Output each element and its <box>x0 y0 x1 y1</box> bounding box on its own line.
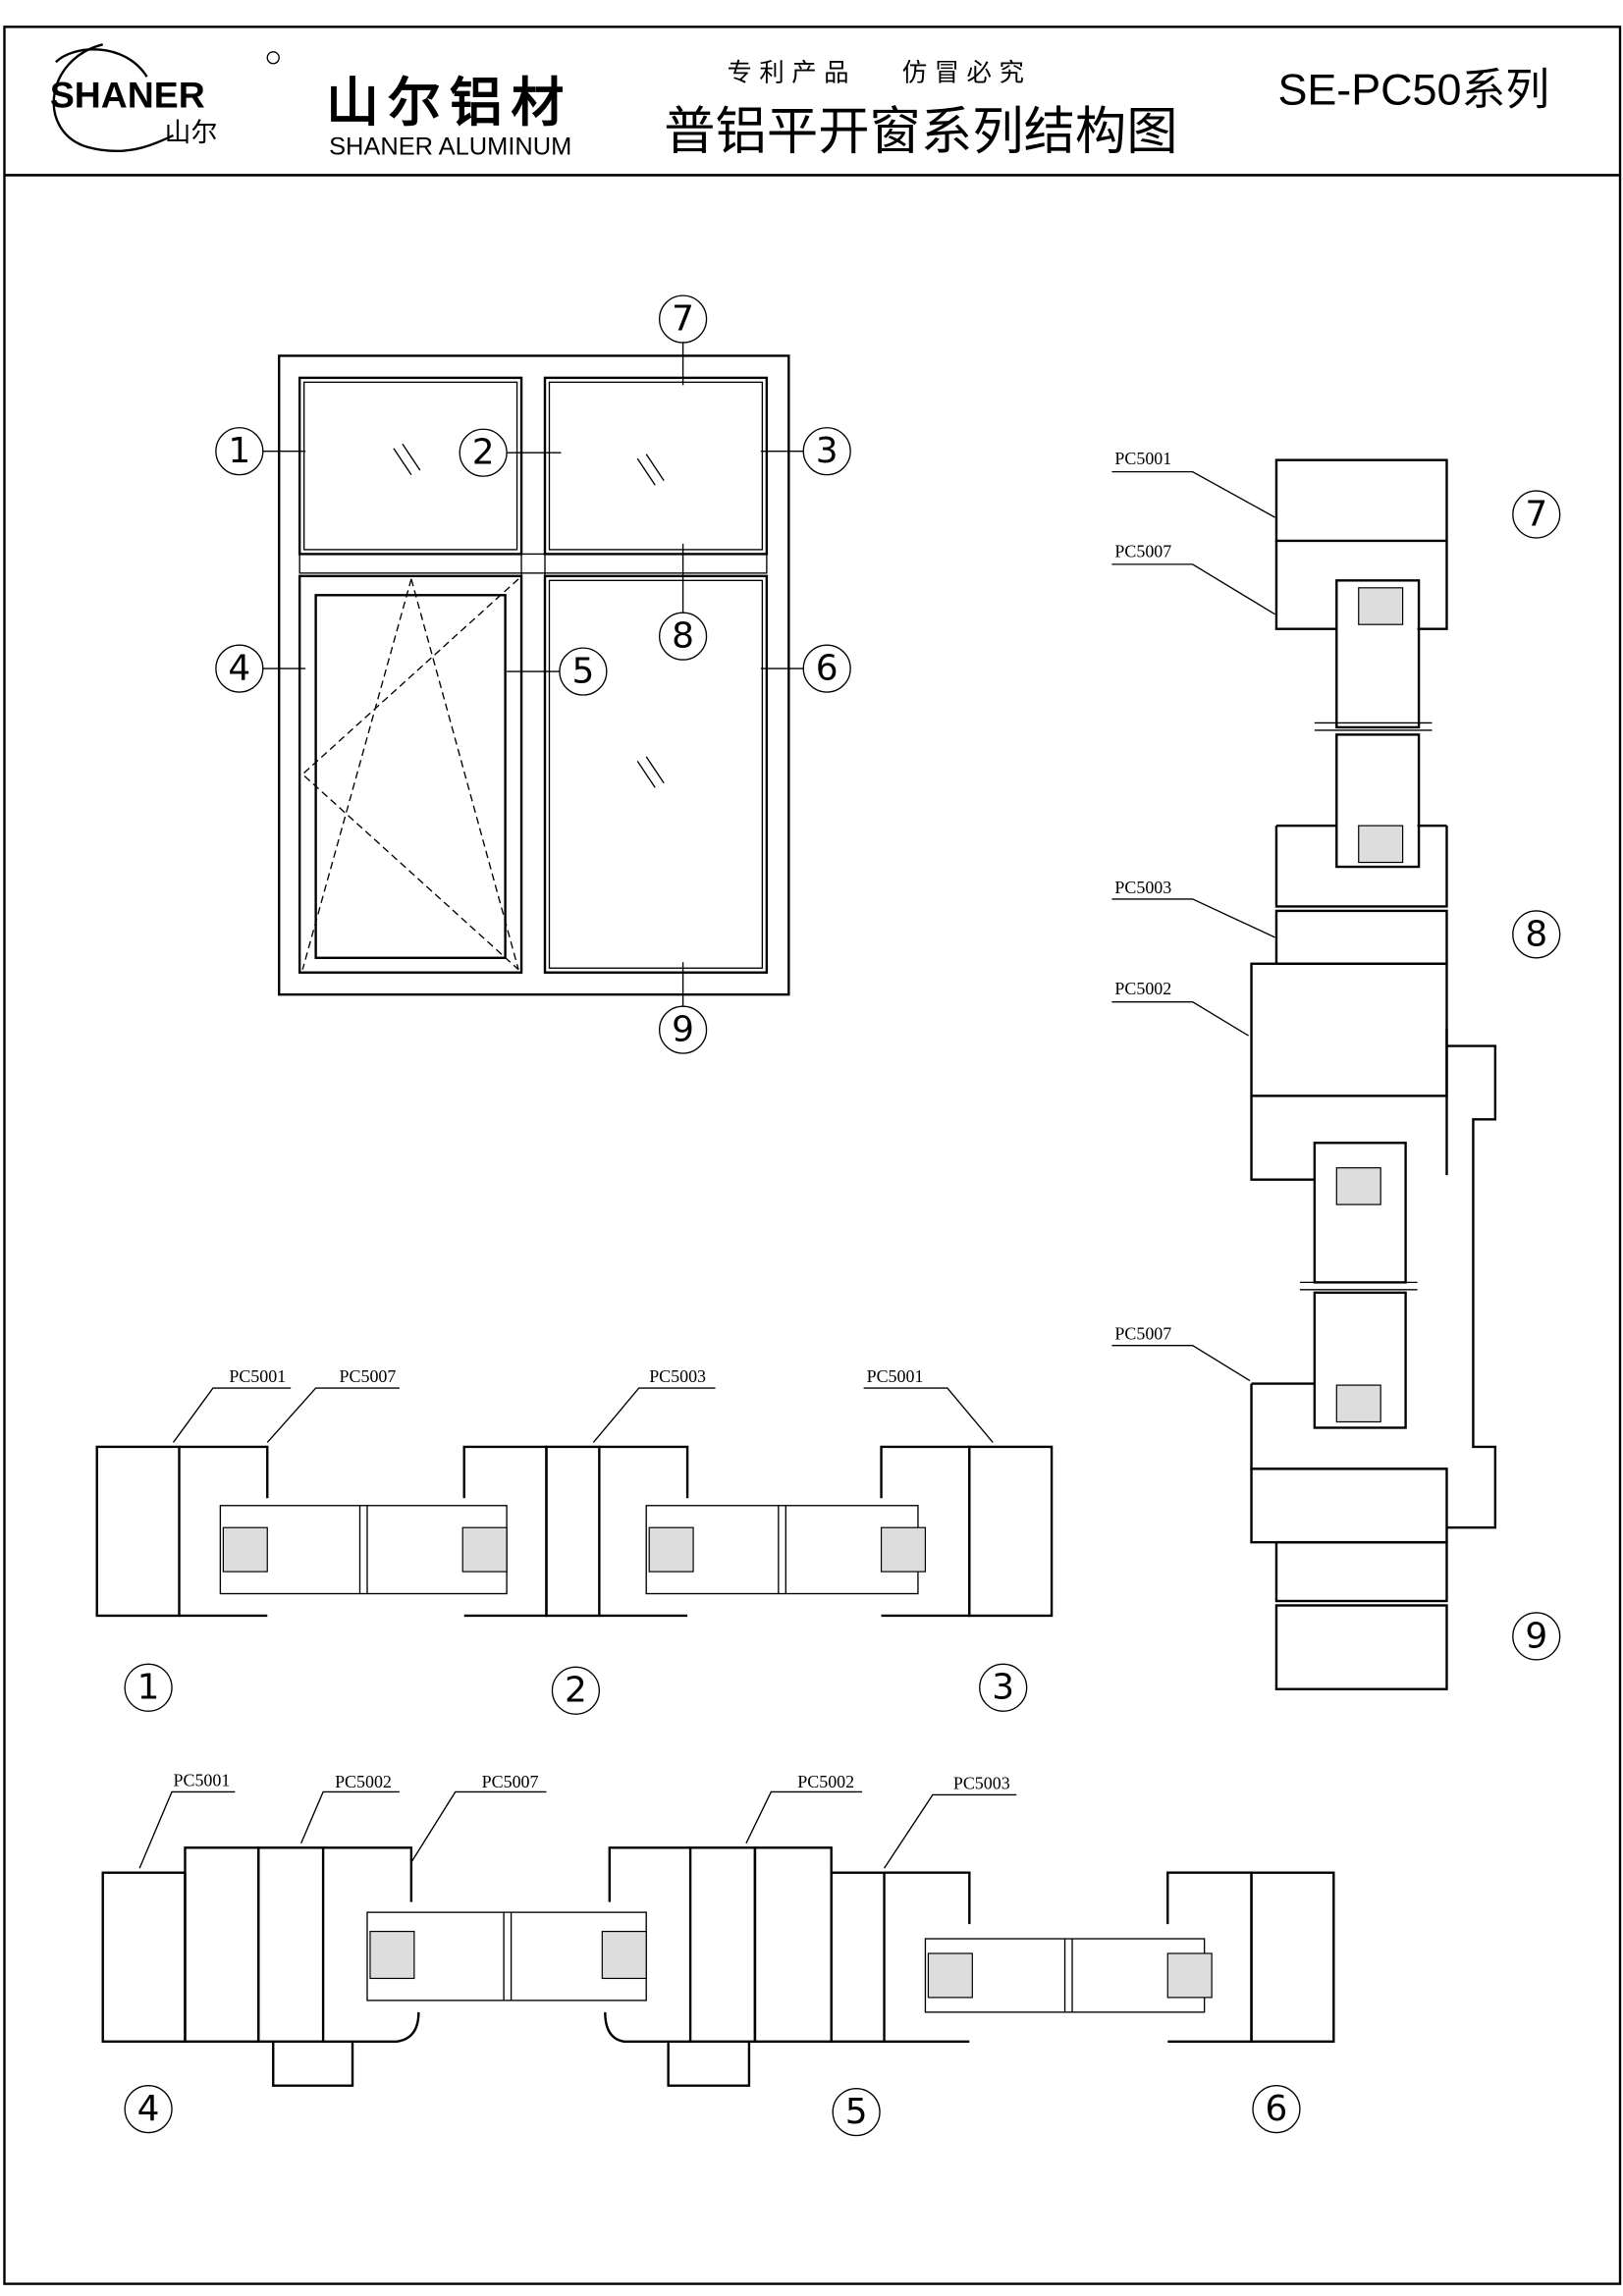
svg-text:PC5002: PC5002 <box>1114 979 1171 998</box>
svg-text:PC5002: PC5002 <box>335 1772 392 1791</box>
svg-text:6: 6 <box>1266 2089 1288 2129</box>
svg-text:2: 2 <box>565 1671 587 1711</box>
sheet-border <box>3 26 1622 2285</box>
svg-text:1: 1 <box>228 431 250 471</box>
svg-text:6: 6 <box>816 649 839 689</box>
series-code: SE-PC50系列 <box>1277 65 1549 115</box>
svg-text:PC5002: PC5002 <box>797 1772 854 1791</box>
window-elevation <box>262 342 804 1007</box>
svg-text:8: 8 <box>1525 914 1547 954</box>
patent-notice: 专利产品 仿冒必究 <box>727 58 1031 87</box>
svg-text:PC5003: PC5003 <box>953 1773 1010 1792</box>
section-123-labels: PC5001 PC5007 PC5003 PC5001 1 2 3 <box>124 1366 1028 1715</box>
company-logo: SHANER 山尔 <box>50 43 280 153</box>
vertical-section-labels: PC5001 PC5007 PC5003 PC5002 PC5007 7 8 9 <box>1114 449 1561 1661</box>
svg-text:9: 9 <box>672 1010 694 1050</box>
svg-text:4: 4 <box>228 649 250 689</box>
svg-text:2: 2 <box>472 433 495 473</box>
brand-name-en: SHANER ALUMINUM <box>329 133 571 161</box>
svg-text:4: 4 <box>137 2089 160 2129</box>
svg-text:PC5007: PC5007 <box>340 1366 397 1386</box>
elevation-callouts: 1 2 3 4 5 6 7 8 9 <box>215 294 851 1054</box>
svg-text:山尔: 山尔 <box>165 118 218 148</box>
svg-text:PC5007: PC5007 <box>482 1772 539 1791</box>
svg-text:PC5001: PC5001 <box>1114 449 1171 468</box>
svg-text:PC5007: PC5007 <box>1114 541 1171 561</box>
svg-text:PC5003: PC5003 <box>649 1366 706 1386</box>
svg-text:SHANER: SHANER <box>50 75 205 116</box>
svg-text:PC5007: PC5007 <box>1114 1324 1171 1344</box>
svg-text:8: 8 <box>672 616 694 657</box>
section-456-labels: PC5001 PC5002 PC5007 PC5002 PC5003 4 5 6 <box>124 1770 1301 2137</box>
drawing-title: 普铝平开窗系列结构图 <box>664 102 1177 162</box>
horizontal-section-456 <box>101 1790 1335 2087</box>
svg-text:PC5001: PC5001 <box>867 1366 924 1386</box>
horizontal-section-123 <box>95 1387 1054 1618</box>
svg-text:PC5001: PC5001 <box>229 1366 286 1386</box>
svg-text:3: 3 <box>992 1668 1014 1708</box>
svg-text:3: 3 <box>816 431 839 471</box>
vertical-section <box>1111 458 1497 1690</box>
svg-text:1: 1 <box>137 1668 160 1708</box>
svg-text:PC5001: PC5001 <box>174 1770 231 1789</box>
svg-text:5: 5 <box>845 2092 868 2132</box>
svg-text:5: 5 <box>571 652 594 692</box>
svg-text:9: 9 <box>1525 1616 1547 1656</box>
svg-text:7: 7 <box>1525 495 1547 535</box>
svg-text:PC5003: PC5003 <box>1114 878 1171 897</box>
svg-text:7: 7 <box>672 299 694 340</box>
brand-name-cn: 山尔铝材 <box>326 72 572 133</box>
